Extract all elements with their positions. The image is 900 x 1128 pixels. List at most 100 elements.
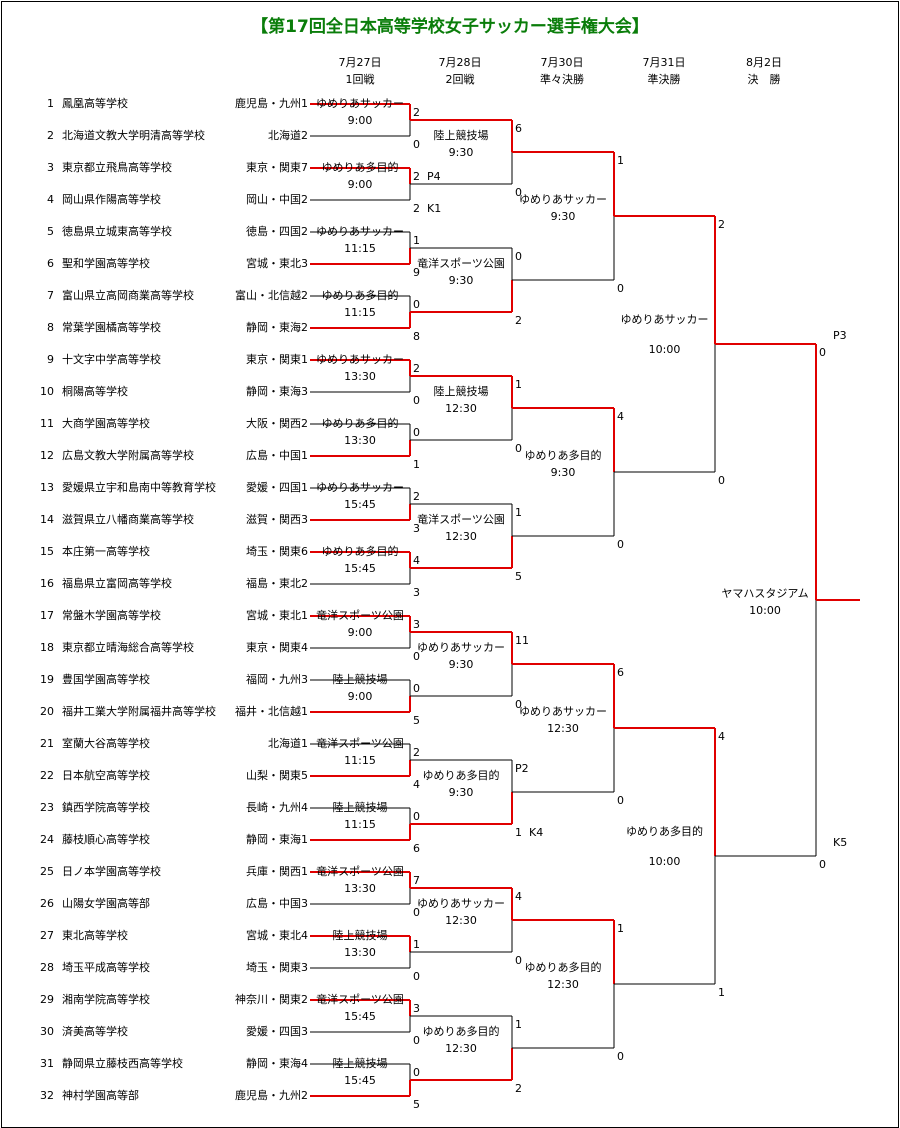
team-region: 北海道1 [268, 737, 308, 750]
match-venue: ゆめりあサッカー [519, 193, 607, 206]
team-number: 3 [47, 161, 54, 174]
match-time: 9:30 [550, 210, 576, 223]
team-name: 徳島県立城東高等学校 [62, 225, 172, 238]
team-name: 山陽女学園高等部 [62, 897, 150, 910]
team-name: 大商学園高等学校 [62, 417, 150, 430]
team-number: 27 [40, 929, 54, 942]
team-number: 21 [40, 737, 54, 750]
team-region: 静岡・東海2 [246, 321, 308, 334]
score-bottom: 5 [413, 1098, 420, 1111]
score-bottom: 0 [515, 186, 522, 199]
round-date: 7月28日 [438, 56, 482, 69]
match-venue: 竜洋スポーツ公園 [316, 609, 404, 622]
team-name: 桐陽高等学校 [62, 385, 128, 398]
match-venue: ゆめりあサッカー [316, 225, 404, 238]
team-number: 4 [47, 193, 54, 206]
match-time: 15:45 [344, 562, 376, 575]
team-region: 静岡・東海3 [246, 385, 308, 398]
score-bottom: 3 [413, 586, 420, 599]
team-region: 鹿児島・九州2 [235, 1089, 308, 1102]
team-number: 32 [40, 1089, 54, 1102]
match-time: 10:00 [648, 343, 681, 356]
match-time: 9:30 [448, 658, 474, 671]
team-region: 宮城・東北1 [246, 609, 308, 622]
team-number: 17 [40, 609, 54, 622]
team-name: 岡山県作陽高等学校 [62, 193, 161, 206]
team-region: 静岡・東海1 [246, 833, 308, 846]
match-venue: ゆめりあ多目的 [321, 417, 399, 430]
team-number: 31 [40, 1057, 54, 1070]
team-region: 東京・関東7 [246, 161, 308, 174]
team-name: 済美高等学校 [62, 1025, 128, 1038]
team-region: 福岡・九州3 [246, 673, 308, 686]
match-venue: 竜洋スポーツ公園 [316, 993, 404, 1006]
match-time: 11:15 [344, 754, 376, 767]
match-venue: 竜洋スポーツ公園 [316, 865, 404, 878]
team-name: 東北高等学校 [62, 929, 128, 942]
team-number: 9 [47, 353, 54, 366]
score-top: 6 [515, 122, 522, 135]
team-region: 広島・中国3 [246, 897, 308, 910]
score-bottom: 0 [413, 970, 420, 983]
score-top: 0 [413, 810, 420, 823]
team-number: 5 [47, 225, 54, 238]
team-region: 埼玉・関東6 [246, 545, 308, 558]
team-number: 28 [40, 961, 54, 974]
team-region: 長崎・九州4 [246, 801, 308, 814]
team-number: 24 [40, 833, 54, 846]
match-time: 12:30 [445, 530, 477, 543]
score-top: 4 [515, 890, 522, 903]
match-venue: ゆめりあ多目的 [524, 449, 602, 462]
team-name: 愛媛県立宇和島南中等教育学校 [62, 481, 216, 494]
team-number: 19 [40, 673, 54, 686]
team-name: 静岡県立藤枝西高等学校 [62, 1057, 183, 1070]
team-number: 22 [40, 769, 54, 782]
team-number: 30 [40, 1025, 54, 1038]
score-bottom: 2 [413, 202, 420, 215]
team-number: 2 [47, 129, 54, 142]
match-venue: 竜洋スポーツ公園 [417, 257, 505, 270]
round-date: 7月31日 [642, 56, 686, 69]
match-venue: ゆめりあサッカー [316, 481, 404, 494]
match-time: 15:45 [344, 1074, 376, 1087]
score-bottom: 0 [413, 650, 420, 663]
score-top: 0 [515, 250, 522, 263]
score-top: 1 [515, 1018, 522, 1031]
score-bottom: 0 [413, 1034, 420, 1047]
score-bottom: 9 [413, 266, 420, 279]
score-bottom: 0 [617, 282, 624, 295]
match-time: 9:00 [347, 178, 373, 191]
score-top: 0 [413, 426, 420, 439]
match-venue: ゆめりあ多目的 [422, 769, 500, 782]
score-top: 2 [413, 362, 420, 375]
pk-bottom: K4 [529, 826, 544, 839]
team-name: 十文字中学高等学校 [62, 353, 161, 366]
match-time: 13:30 [344, 882, 376, 895]
round-name: 2回戦 [445, 73, 475, 86]
match-venue: 竜洋スポーツ公園 [417, 513, 505, 526]
match-time: 13:30 [344, 434, 376, 447]
score-bottom: 4 [413, 778, 420, 791]
score-top: 0 [819, 346, 826, 359]
team-name: 常葉学園橘高等学校 [62, 321, 161, 334]
match-venue: 陸上競技場 [433, 385, 489, 398]
match-time: 9:30 [550, 466, 576, 479]
score-top: 4 [617, 410, 624, 423]
match-venue: 陸上競技場 [332, 801, 388, 814]
round-name: 決 勝 [747, 73, 781, 86]
team-number: 20 [40, 705, 54, 718]
score-bottom: 5 [413, 714, 420, 727]
score-top: 0 [413, 682, 420, 695]
score-bottom: 0 [515, 954, 522, 967]
team-region: 宮城・東北3 [246, 257, 308, 270]
score-top: 2 [413, 490, 420, 503]
score-top: 6 [617, 666, 624, 679]
match-venue: 竜洋スポーツ公園 [316, 737, 404, 750]
team-region: 福井・北信越1 [235, 705, 308, 718]
match-time: 10:00 [749, 604, 781, 617]
team-name: 常盤木学園高等学校 [62, 609, 161, 622]
team-region: 愛媛・四国3 [246, 1025, 308, 1038]
match-venue: ゆめりあサッカー [620, 313, 709, 326]
round-date: 8月2日 [746, 56, 782, 69]
